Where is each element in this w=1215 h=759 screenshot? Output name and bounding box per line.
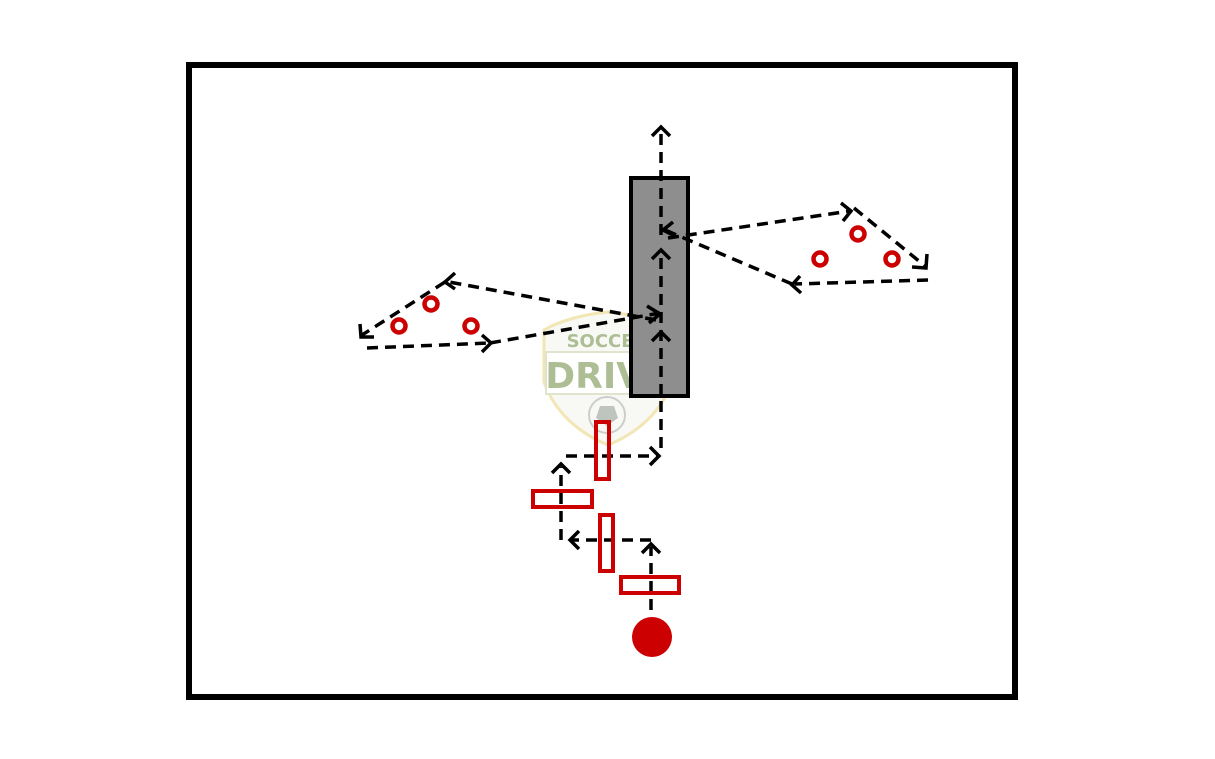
path-right-loop-out <box>667 209 851 240</box>
arrow-head-icon <box>911 253 929 270</box>
path-right-loop-down <box>852 206 927 268</box>
cone-icon <box>390 317 408 335</box>
cone-icon <box>462 317 480 335</box>
arrow-head-icon <box>646 304 664 325</box>
arrow-head-icon <box>650 124 672 138</box>
cone-icon <box>422 295 440 313</box>
hurdles <box>531 420 681 595</box>
hurdle-icon <box>598 513 615 573</box>
arrow-head-icon <box>839 201 854 223</box>
arrow-head-icon <box>567 529 581 551</box>
arrow-head-icon <box>659 220 676 238</box>
path-left-loop-return <box>489 311 661 345</box>
path-right-loop-back <box>794 278 929 286</box>
cone-icon <box>849 225 867 243</box>
arrow-head-icon <box>650 247 672 261</box>
arrow-head-icon <box>550 461 572 475</box>
cones <box>390 225 901 335</box>
hurdle-icon <box>594 420 611 481</box>
arrow-head-icon <box>648 445 662 467</box>
path-right-loop-return <box>664 228 793 286</box>
path-left-loop-back <box>366 341 491 350</box>
arrow-heads <box>358 124 929 555</box>
arrow-head-icon <box>442 271 457 291</box>
arrow-head-icon <box>650 329 672 343</box>
arrow-head-icon <box>480 333 494 354</box>
cone-icon <box>811 250 829 268</box>
movement-paths <box>361 130 929 610</box>
arrow-head-icon <box>789 274 803 295</box>
arrow-head-icon <box>358 323 374 339</box>
player-ball-icon <box>632 617 672 657</box>
hurdle-icon <box>619 575 681 595</box>
hurdle-icon <box>531 489 594 509</box>
path-left-loop-down <box>361 280 446 337</box>
watermark-top-text: SOCCER <box>567 331 648 352</box>
cone-icon <box>883 250 901 268</box>
arrow-head-icon <box>640 541 662 555</box>
